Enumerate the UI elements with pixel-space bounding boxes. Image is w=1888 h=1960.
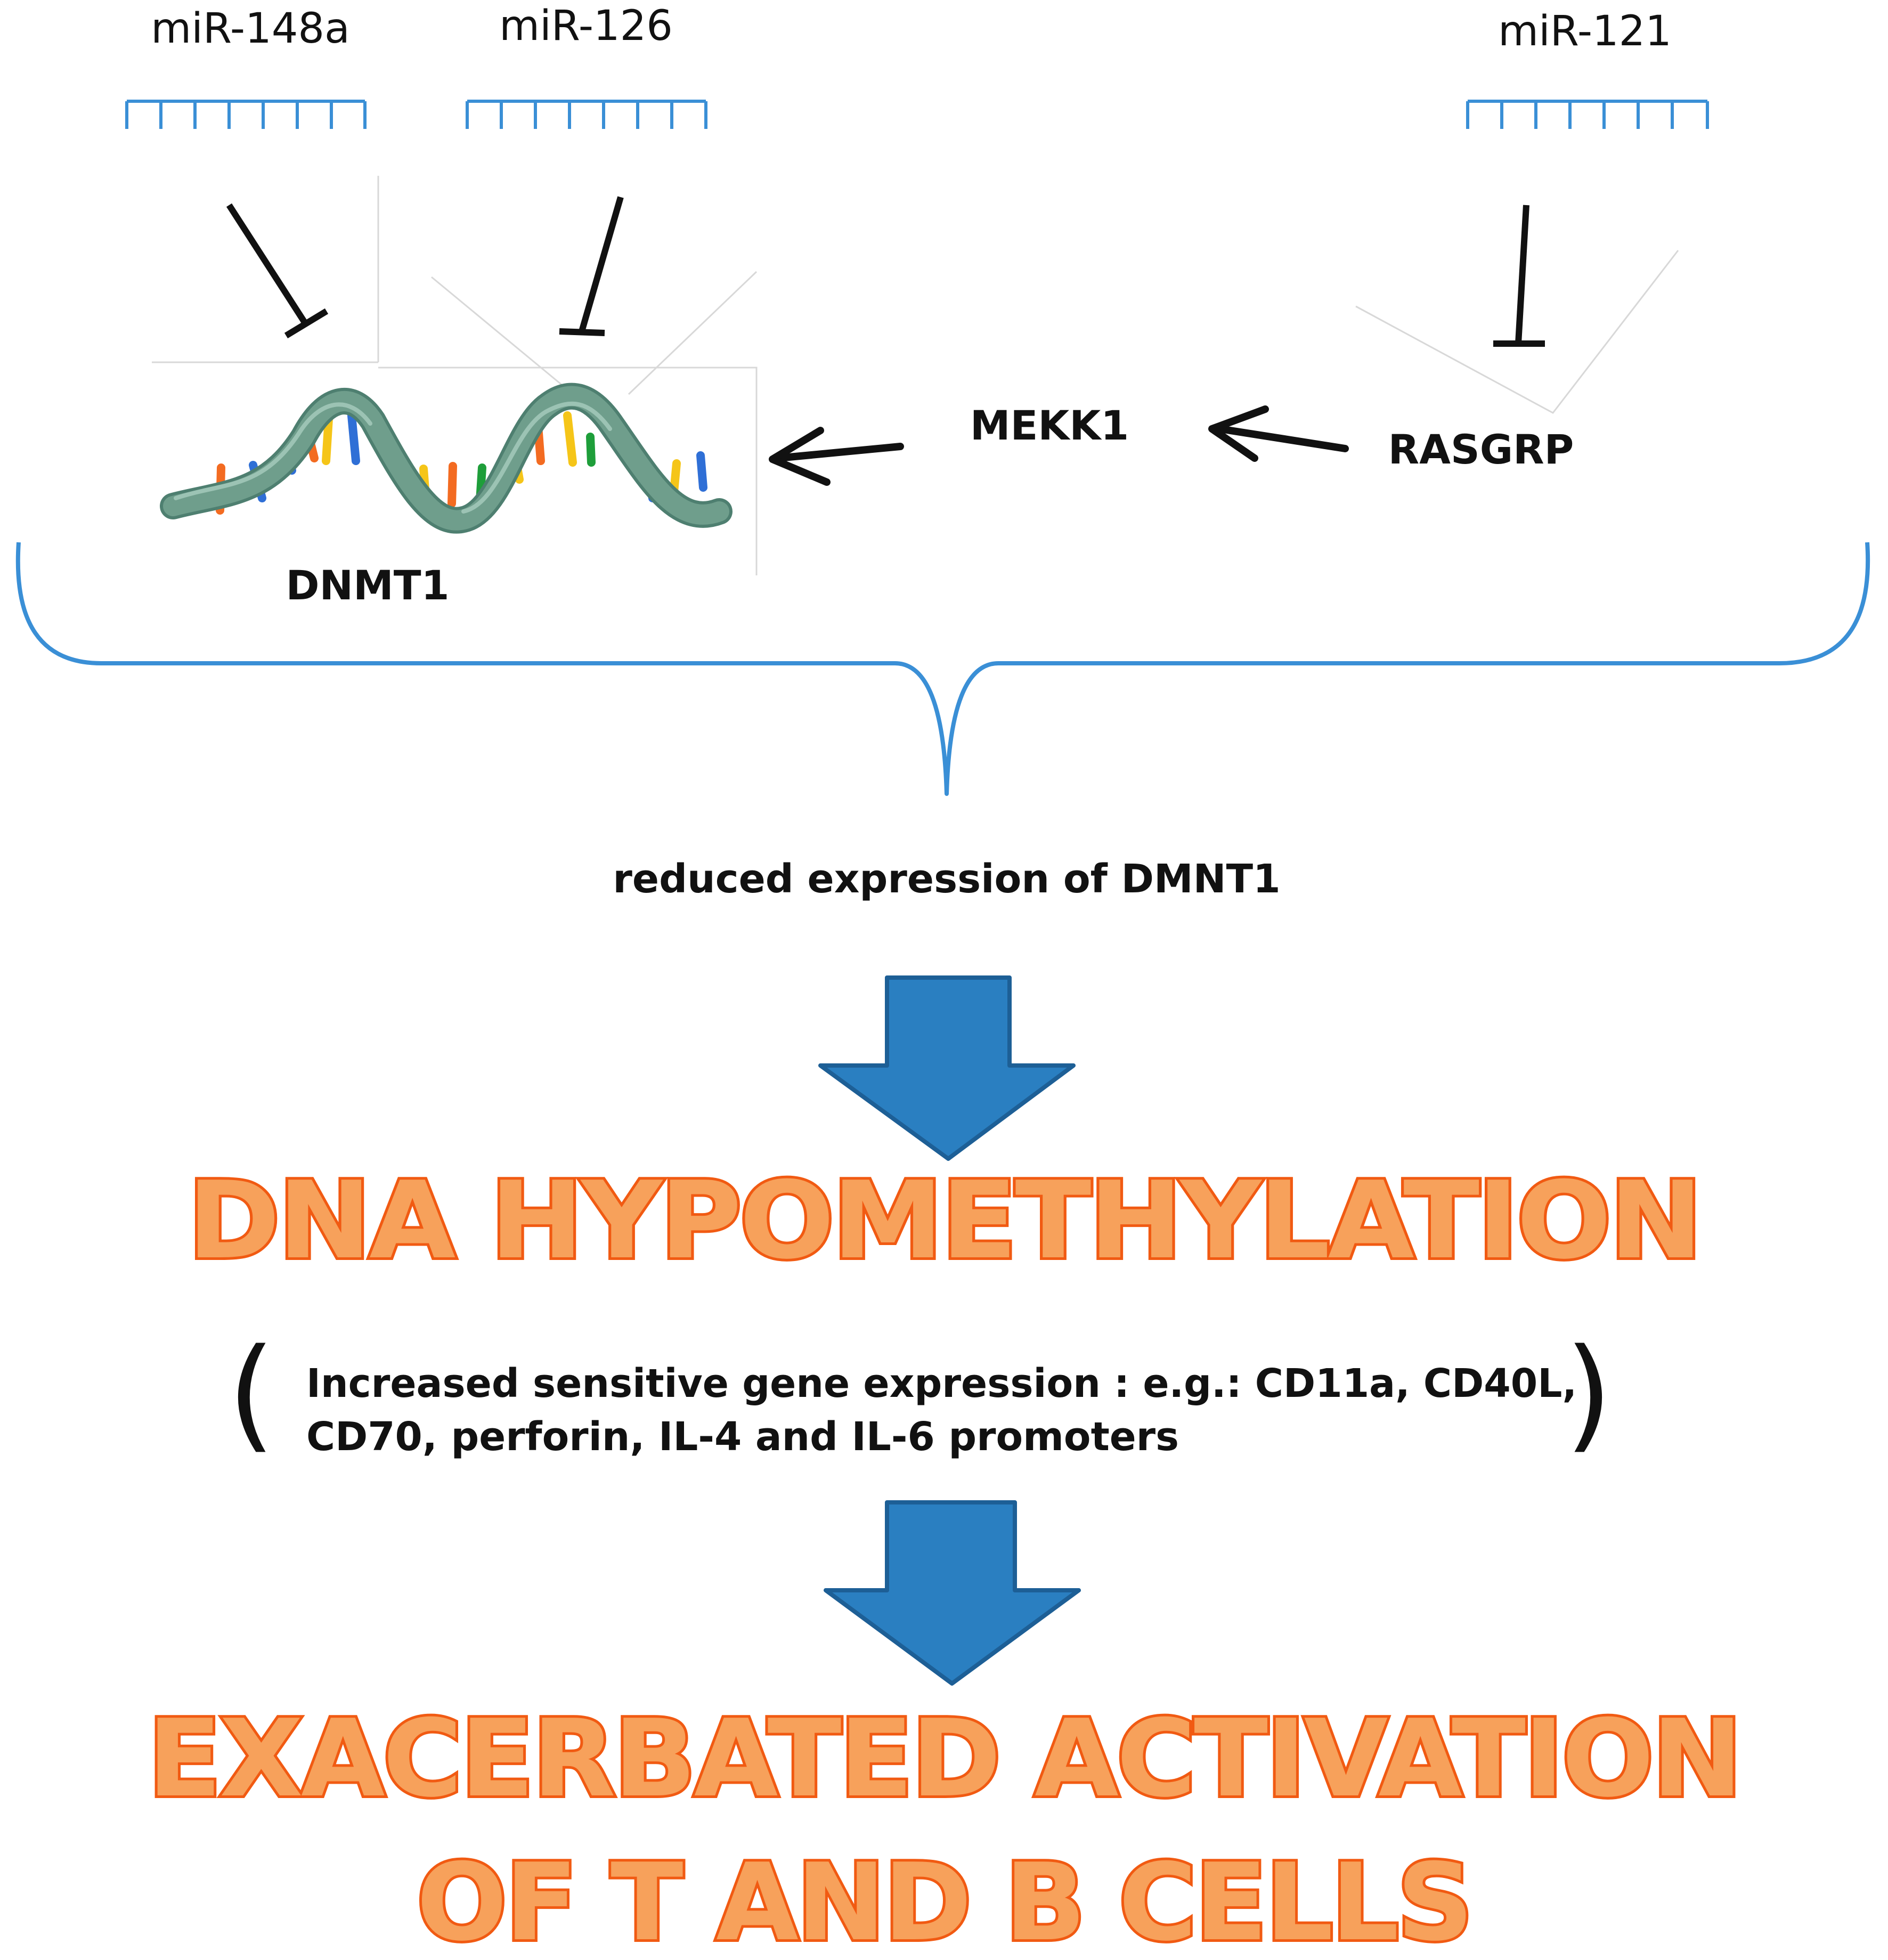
inhibition-mir148a-icon [226,203,329,339]
mir121-label: miR-121 [1498,7,1672,55]
reduced-expression-label: reduced expression of DMNT1 [613,856,1280,902]
flow-arrow-down-icon [824,1500,1081,1686]
mir148a-strand-icon [125,100,367,129]
flow-arrow-down-icon [818,975,1076,1161]
rasgrp-label: RASGRP [1388,426,1574,473]
sensitive-genes-line2: CD70, perforin, IL-4 and IL-6 promoters [306,1414,1179,1460]
mir126-strand-icon [466,100,707,129]
mir126-label: miR-126 [499,2,673,50]
outcome-title-line2: OF T AND B CELLS [417,1841,1471,1960]
dna-helix-icon [160,383,733,534]
arrow-mekk1-to-dnmt1-icon [769,427,904,486]
mir121-strand-icon [1466,100,1709,129]
inhibition-mir121-icon [1493,205,1545,347]
inhibition-mir126-icon [559,196,624,336]
outcome-title-line1: EXACERBATED ACTIVATION [148,1697,1740,1821]
background-panel-lines [152,176,1679,575]
dna-hypomethylation-title: DNA HYPOMETHYLATION [188,1159,1700,1283]
dnmt1-label: DNMT1 [286,562,449,609]
grouping-brace [15,542,1870,796]
arrow-rasgrp-to-mekk1-icon [1208,405,1349,462]
sensitive-genes-line1: Increased sensitive gene expression : e.… [306,1361,1577,1406]
mir148a-label: miR-148a [151,5,350,53]
open-parenthesis: ( [227,1323,275,1465]
close-parenthesis: ) [1565,1323,1613,1465]
mekk1-label: MEKK1 [970,402,1129,449]
